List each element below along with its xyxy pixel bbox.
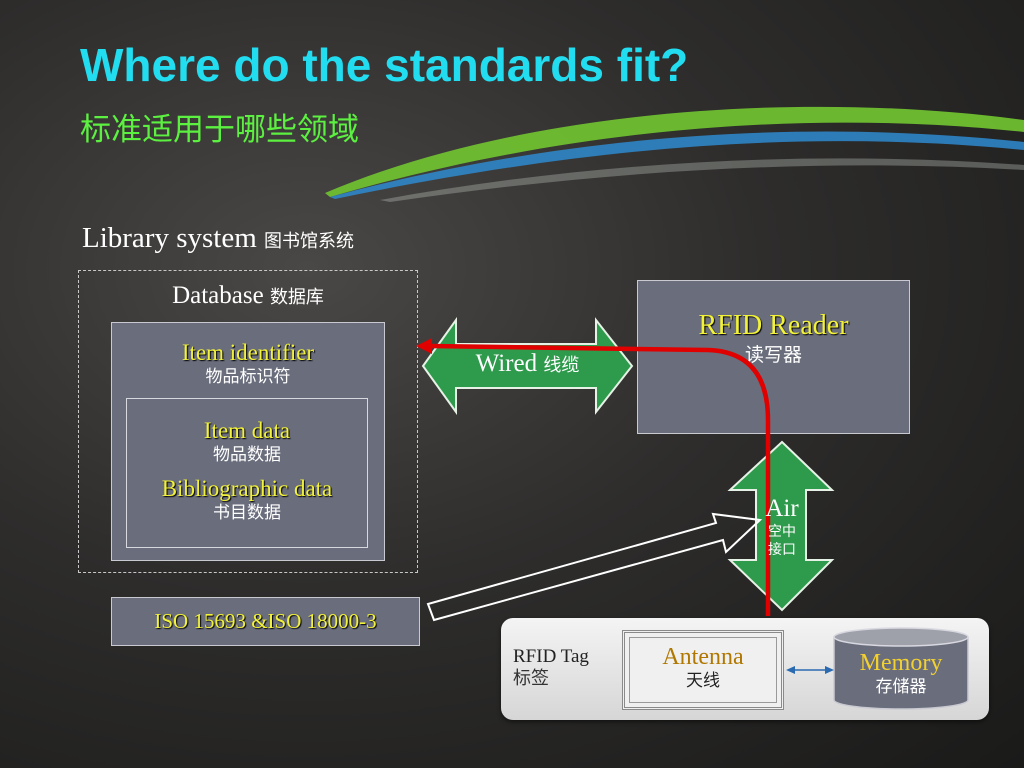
memory-text: Memory 存储器 [834, 650, 968, 698]
bibliographic-data-label-zh: 书目数据 [213, 503, 281, 523]
antenna-inner-frame [629, 637, 777, 703]
air-label-zh-1: 空中 [768, 524, 796, 540]
database-frame [78, 270, 418, 573]
rfid-tag-label-zh: 标签 [513, 668, 549, 689]
library-system-label-zh: 图书馆系统 [264, 231, 355, 252]
antenna-label: Antenna [662, 644, 744, 670]
antenna-text: Antenna 天线 [622, 644, 784, 692]
bibliographic-data-label: Bibliographic data [161, 476, 333, 501]
antenna-memory-connector [786, 666, 834, 674]
air-label: Air [765, 495, 799, 522]
antenna-box [622, 630, 784, 710]
item-identifier-label: Item identifier [181, 340, 315, 365]
item-data-text: Item data 物品数据 Bibliographic data 书目数据 [126, 418, 368, 524]
page-title: Where do the standards fit? [80, 39, 689, 91]
memory-label: Memory [859, 650, 943, 676]
database-label: Database 数据库 [78, 282, 418, 310]
rfid-reader-label-zh: 读写器 [744, 344, 802, 366]
item-data-box [126, 398, 368, 548]
memory-label-zh: 存储器 [875, 677, 927, 697]
rfid-tag-label-en: RFID Tag [513, 646, 589, 667]
rfid-reader-box [637, 280, 910, 434]
database-label-en: Database [172, 282, 264, 309]
database-label-zh: 数据库 [269, 287, 324, 308]
wired-label: Wired 线缆 [430, 350, 625, 378]
data-flow-path [429, 343, 771, 616]
rfid-reader-text: RFID Reader 读写器 [637, 310, 910, 368]
item-data-label-zh: 物品数据 [213, 445, 281, 465]
item-identifier-text: Item identifier 物品标识符 [111, 340, 385, 388]
item-identifier-label-zh: 物品标识符 [205, 367, 291, 387]
wired-label-en: Wired [475, 350, 538, 377]
air-double-arrow [727, 440, 835, 612]
rfid-reader-label: RFID Reader [698, 310, 849, 341]
wired-double-arrow [421, 316, 634, 416]
antenna-label-zh: 天线 [686, 671, 720, 691]
data-flow-arrowhead [416, 338, 432, 354]
memory-cylinder [833, 627, 969, 710]
rfid-tag-label: RFID Tag 标签 [513, 646, 589, 690]
air-label-zh-2: 接口 [768, 542, 796, 558]
iso-standard-box: ISO 15693 &ISO 18000-3 [111, 597, 420, 646]
library-system-label: Library system 图书馆系统 [82, 222, 354, 255]
air-interface-text: Air 空中 接口 [754, 495, 810, 559]
iso-pointer-arrow [426, 512, 763, 622]
wired-label-zh: 线缆 [543, 355, 580, 376]
item-data-label: Item data [203, 418, 291, 443]
library-system-label-en: Library system [82, 222, 257, 254]
page-subtitle: 标准适用于哪些领域 [80, 112, 359, 148]
